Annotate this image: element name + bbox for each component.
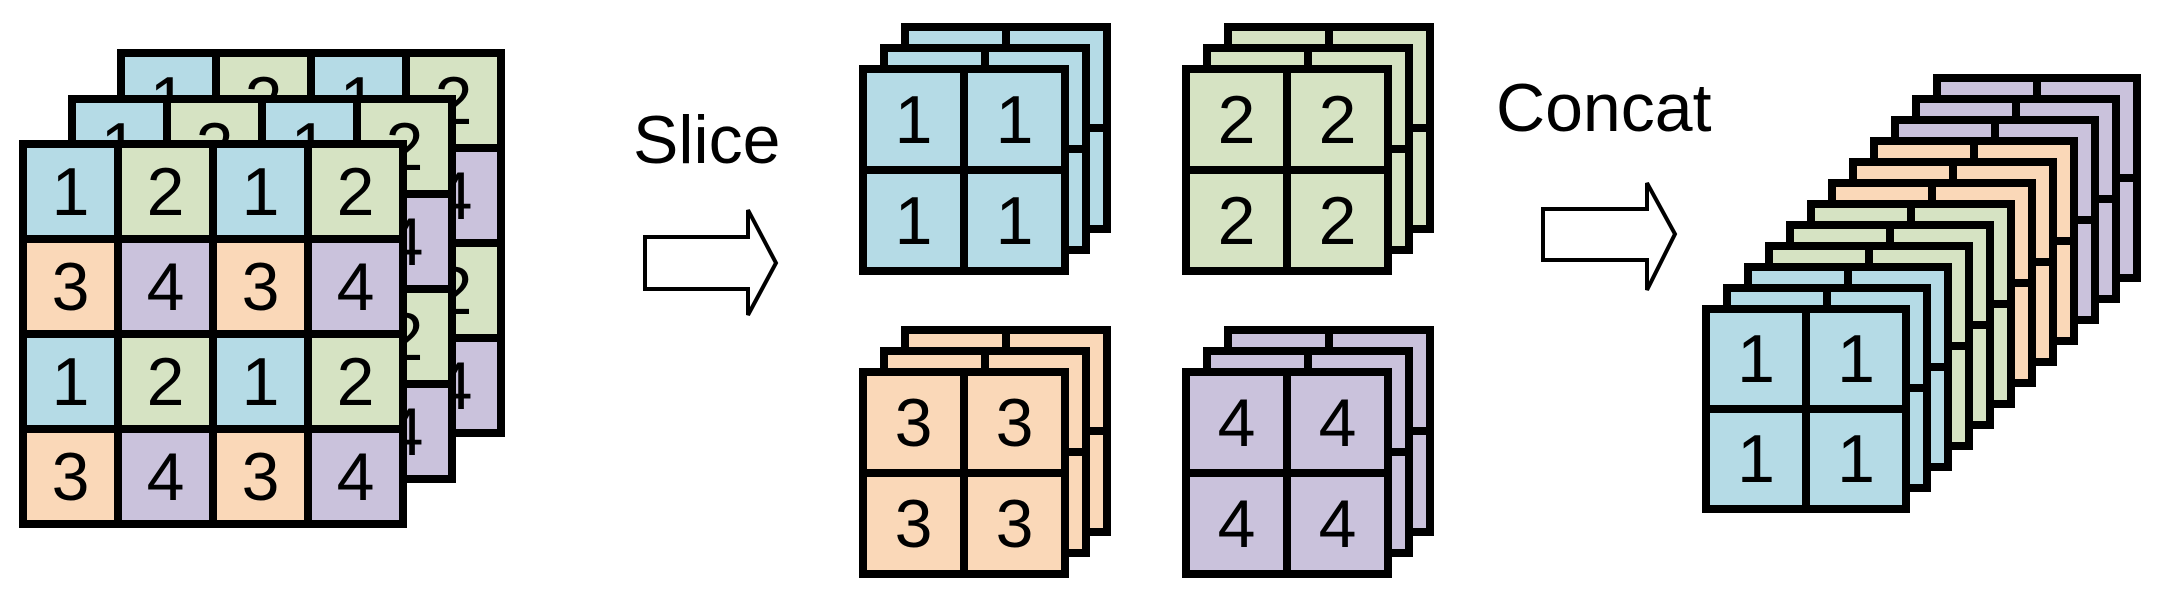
cell-value: 1 [1837, 421, 1875, 497]
tensor-cell: 3 [217, 433, 304, 520]
cell-value: 1 [1737, 421, 1775, 497]
tensor-cell: 3 [968, 376, 1061, 469]
cell-value: 4 [1217, 485, 1256, 562]
tensor-cell: 2 [122, 148, 209, 235]
cell-value: 3 [51, 438, 90, 515]
tensor-cell: 4 [1190, 477, 1283, 570]
tensor-cell: 3 [27, 243, 114, 330]
cell-value: 2 [1318, 182, 1357, 259]
cell-value: 2 [336, 153, 375, 230]
cell-value: 3 [894, 485, 933, 562]
tensor-cell: 1 [1710, 413, 1802, 505]
tensor-cell: 3 [968, 477, 1061, 570]
tensor-cell: 4 [122, 433, 209, 520]
tensor-cell: 2 [1190, 73, 1283, 166]
cell-value: 1 [894, 182, 933, 259]
tensor-cell: 4 [1291, 477, 1384, 570]
tensor-cell: 1 [27, 338, 114, 425]
cell-value: 1 [51, 153, 90, 230]
tensor-cell: 2 [1291, 73, 1384, 166]
slice-label: Slice [633, 102, 781, 178]
cell-value: 1 [894, 81, 933, 158]
cell-value: 4 [1318, 485, 1357, 562]
tensor-cell: 4 [1291, 376, 1384, 469]
tensor-cell: 2 [122, 338, 209, 425]
tensor-cell: 1 [867, 73, 960, 166]
cell-value: 2 [146, 153, 185, 230]
cell-value: 2 [336, 343, 375, 420]
tensor-cell: 3 [27, 433, 114, 520]
cell-value: 1 [51, 343, 90, 420]
tensor-cell: 1 [1710, 313, 1802, 405]
cell-value: 3 [995, 485, 1034, 562]
cell-value: 4 [146, 248, 185, 325]
tensor-cell: 2 [312, 148, 399, 235]
cell-value: 4 [336, 248, 375, 325]
cell-value: 1 [241, 153, 280, 230]
tensor-cell: 1 [217, 148, 304, 235]
tensor-cell: 3 [867, 376, 960, 469]
tensor-cell: 1 [1810, 413, 1902, 505]
tensor-cell: 4 [1190, 376, 1283, 469]
cell-value: 2 [146, 343, 185, 420]
cell-value: 3 [241, 248, 280, 325]
cell-value: 2 [1217, 81, 1256, 158]
cell-value: 2 [1217, 182, 1256, 259]
cell-value: 4 [1318, 384, 1357, 461]
cell-value: 3 [51, 248, 90, 325]
cell-value: 1 [1737, 321, 1775, 397]
tensor-cell: 1 [867, 174, 960, 267]
cell-value: 2 [1318, 81, 1357, 158]
cell-value: 3 [241, 438, 280, 515]
tensor-cell: 2 [312, 338, 399, 425]
cell-value: 3 [894, 384, 933, 461]
tensor-cell: 2 [1190, 174, 1283, 267]
cell-value: 1 [1837, 321, 1875, 397]
tensor-cell: 1 [217, 338, 304, 425]
tensor-cell: 1 [968, 174, 1061, 267]
cell-value: 1 [241, 343, 280, 420]
tensor-cell: 1 [968, 73, 1061, 166]
tensor-cell: 4 [312, 433, 399, 520]
cell-value: 4 [336, 438, 375, 515]
tensor-cell: 2 [1291, 174, 1384, 267]
slice-arrow-icon [643, 209, 779, 316]
tensor-cell: 1 [1810, 313, 1902, 405]
tensor-cell: 1 [27, 148, 114, 235]
concat-arrow-icon [1541, 182, 1678, 291]
tensor-cell: 4 [312, 243, 399, 330]
tensor-cell: 3 [217, 243, 304, 330]
concat-label: Concat [1496, 70, 1712, 146]
tensor-cell: 4 [122, 243, 209, 330]
cell-value: 4 [146, 438, 185, 515]
cell-value: 1 [995, 182, 1034, 259]
tensor-cell: 3 [867, 477, 960, 570]
cell-value: 1 [995, 81, 1034, 158]
cell-value: 4 [1217, 384, 1256, 461]
cell-value: 3 [995, 384, 1034, 461]
